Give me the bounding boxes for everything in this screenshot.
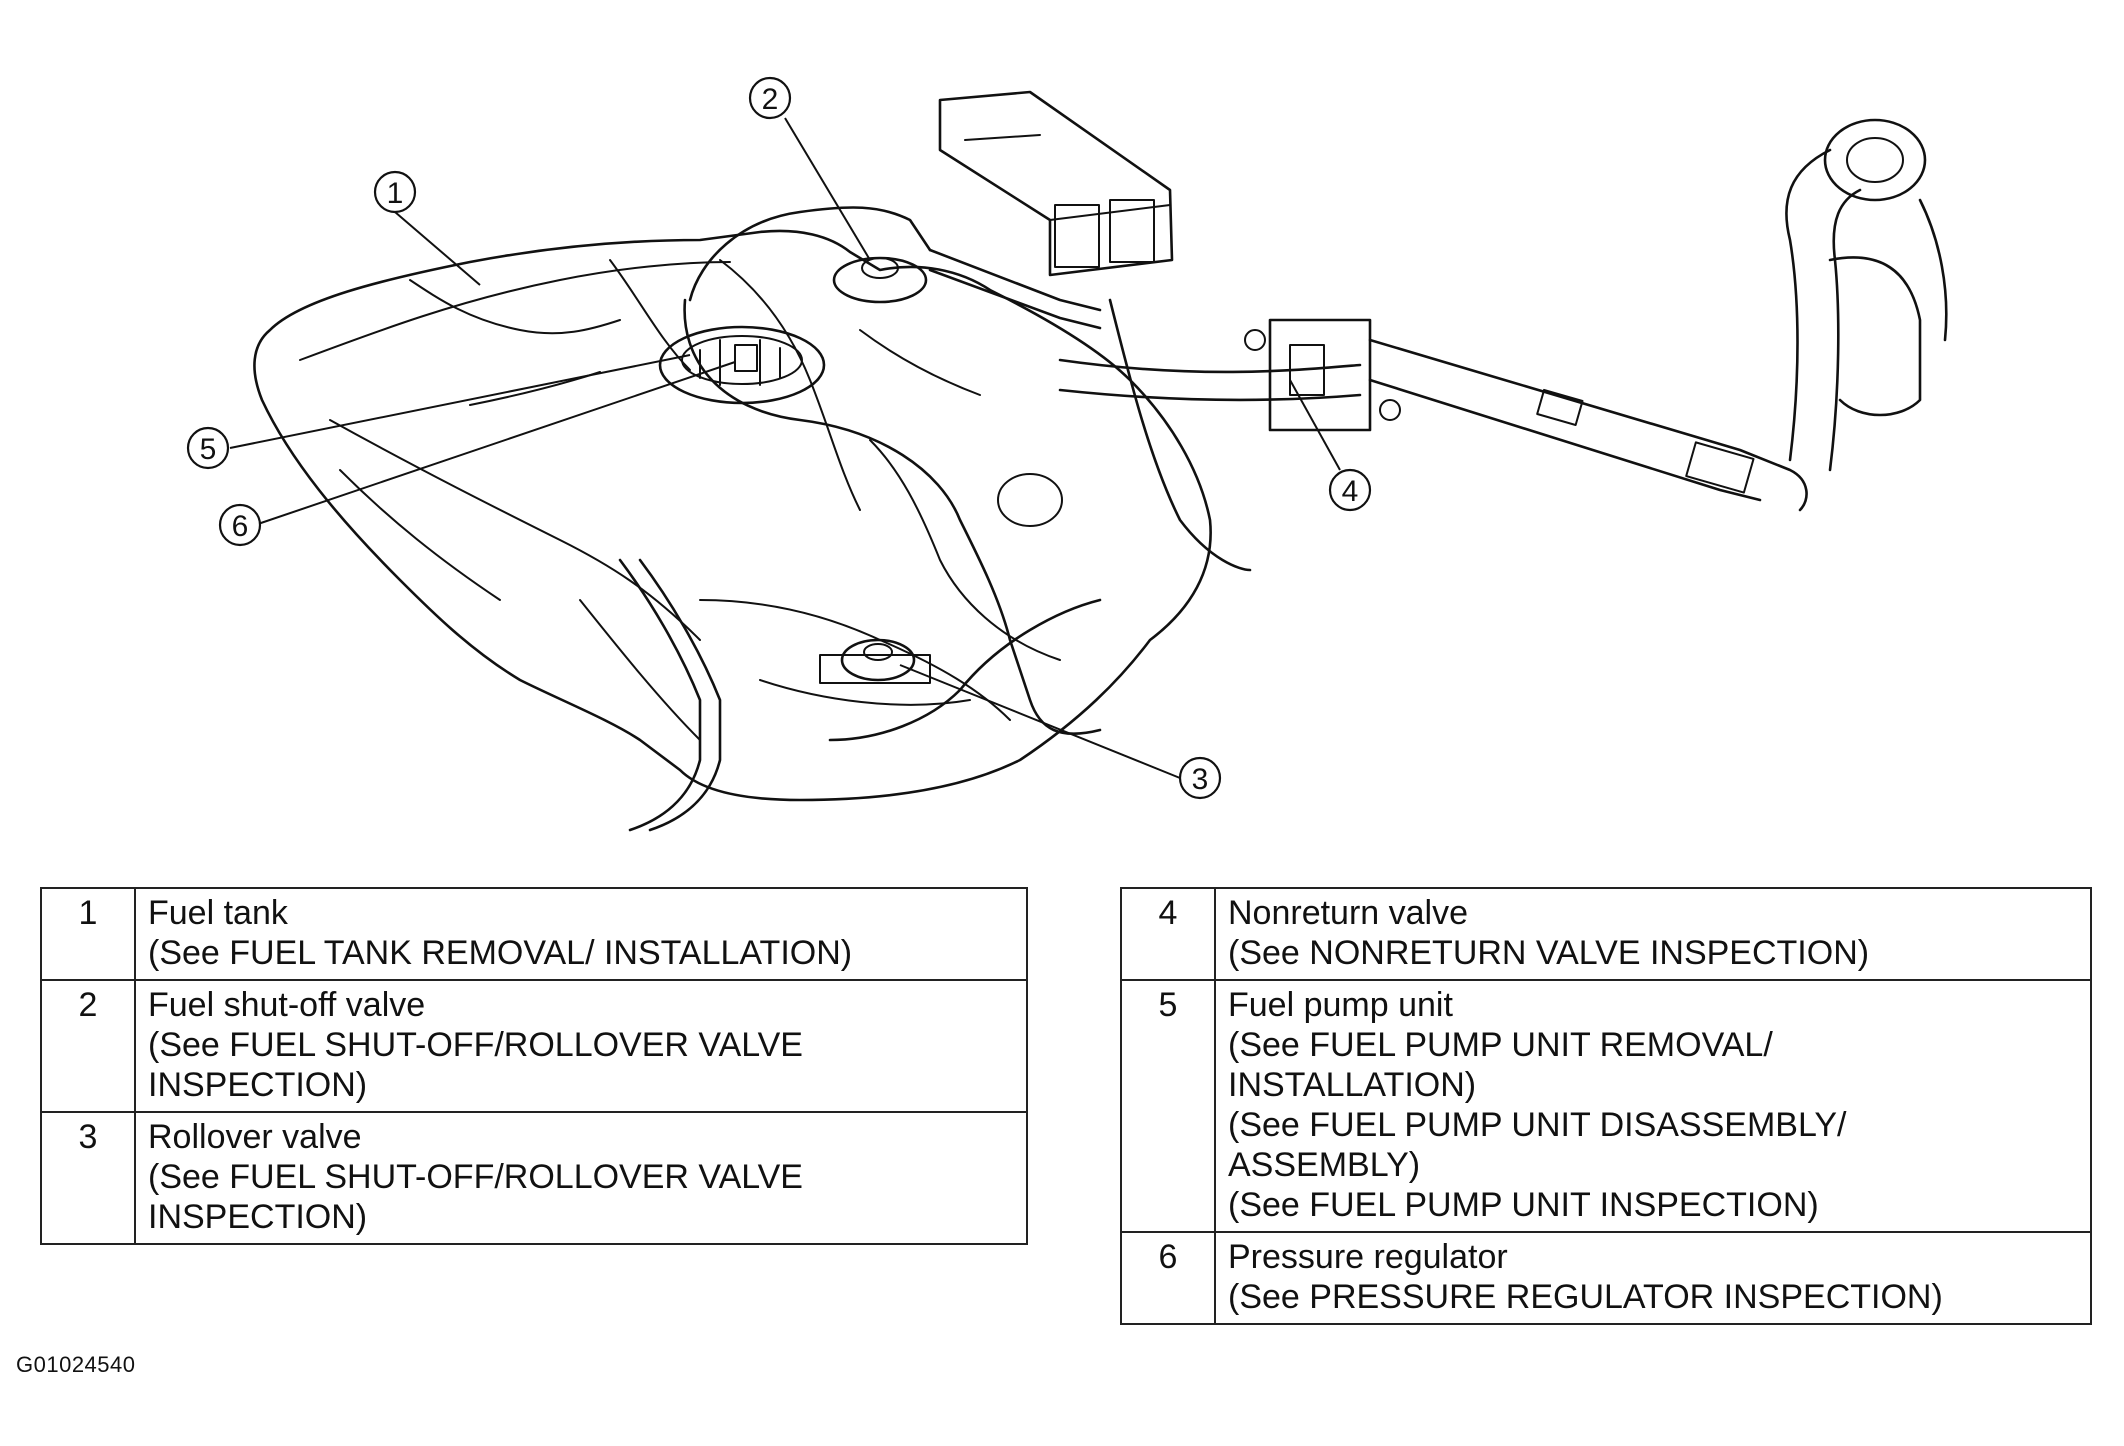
part-reference: (See PRESSURE REGULATOR INSPECTION) [1228,1278,1943,1316]
leader-6 [254,361,736,526]
part-name: Fuel shut-off valve [148,986,426,1024]
rollover-valve-drawing [819,638,931,684]
callout-6: 6 [218,503,262,547]
legend-table-left: 1 Fuel tank (See FUEL TANK REMOVAL/ INST… [40,887,1028,1245]
legend-row: 3 Rollover valve (See FUEL SHUT-OFF/ROLL… [40,1111,1028,1245]
figure-id: G01024540 [16,1352,136,1377]
part-reference: (See FUEL SHUT-OFF/ROLLOVER VALVE INSPEC… [148,1026,803,1104]
legend-number: 3 [40,1111,136,1245]
charcoal-canister-drawing [938,90,1174,277]
svg-text:2: 2 [762,83,779,116]
svg-text:5: 5 [200,433,217,466]
legend-entry: Fuel pump unit (See FUEL PUMP UNIT REMOV… [1214,979,2092,1233]
legend-row: 5 Fuel pump unit (See FUEL PUMP UNIT REM… [1120,979,2092,1233]
legend-entry: Fuel shut-off valve (See FUEL SHUT-OFF/R… [134,979,1028,1113]
legend-row: 1 Fuel tank (See FUEL TANK REMOVAL/ INST… [40,887,1028,981]
callout-5: 5 [186,426,230,470]
svg-text:3: 3 [1192,763,1209,796]
legend-number: 1 [40,887,136,981]
fuel-lines-drawing [618,206,1362,832]
part-name: Rollover valve [148,1118,362,1156]
legend-number: 5 [1120,979,1216,1233]
leader-2 [784,117,871,261]
part-name: Fuel tank [148,894,288,932]
legend-row: 4 Nonreturn valve (See NONRETURN VALVE I… [1120,887,2092,981]
legend-number: 6 [1120,1231,1216,1325]
legend-row: 6 Pressure regulator (See PRESSURE REGUL… [1120,1231,2092,1325]
fuel-shut-off-valve-drawing [832,256,928,304]
part-reference: (See FUEL TANK REMOVAL/ INSTALLATION) [148,934,853,972]
part-name: Nonreturn valve [1228,894,1469,932]
leader-4 [1289,379,1341,471]
leader-1 [394,211,481,286]
callout-3: 3 [1178,756,1222,800]
part-name: Pressure regulator [1228,1238,1508,1276]
leader-3 [899,664,1181,779]
legend-table-right: 4 Nonreturn valve (See NONRETURN VALVE I… [1120,887,2092,1325]
callout-1: 1 [373,170,417,214]
part-reference: (See FUEL PUMP UNIT REMOVAL/ INSTALLATIO… [1228,1026,1847,1224]
nonreturn-valve-drawing [1244,318,1401,432]
fuel-tank-drawing [253,229,1212,802]
part-reference: (See NONRETURN VALVE INSPECTION) [1228,934,1870,972]
filler-pipe-drawing [1368,118,1948,512]
legend-number: 2 [40,979,136,1113]
svg-text:6: 6 [232,510,249,543]
legend-number: 4 [1120,887,1216,981]
callout-4: 4 [1328,468,1372,512]
legend-entry: Fuel tank (See FUEL TANK REMOVAL/ INSTAL… [134,887,1028,981]
legend-row: 2 Fuel shut-off valve (See FUEL SHUT-OFF… [40,979,1028,1113]
svg-text:4: 4 [1342,475,1359,508]
legend-entry: Nonreturn valve (See NONRETURN VALVE INS… [1214,887,2092,981]
legend-entry: Rollover valve (See FUEL SHUT-OFF/ROLLOV… [134,1111,1028,1245]
legend-entry: Pressure regulator (See PRESSURE REGULAT… [1214,1231,2092,1325]
fuel-system-illustration: 1 2 3 4 5 6 [186,76,1948,832]
leader-5 [229,354,691,449]
svg-text:1: 1 [387,177,404,210]
callout-2: 2 [748,76,792,120]
part-name: Fuel pump unit [1228,986,1453,1024]
part-reference: (See FUEL SHUT-OFF/ROLLOVER VALVE INSPEC… [148,1158,803,1236]
